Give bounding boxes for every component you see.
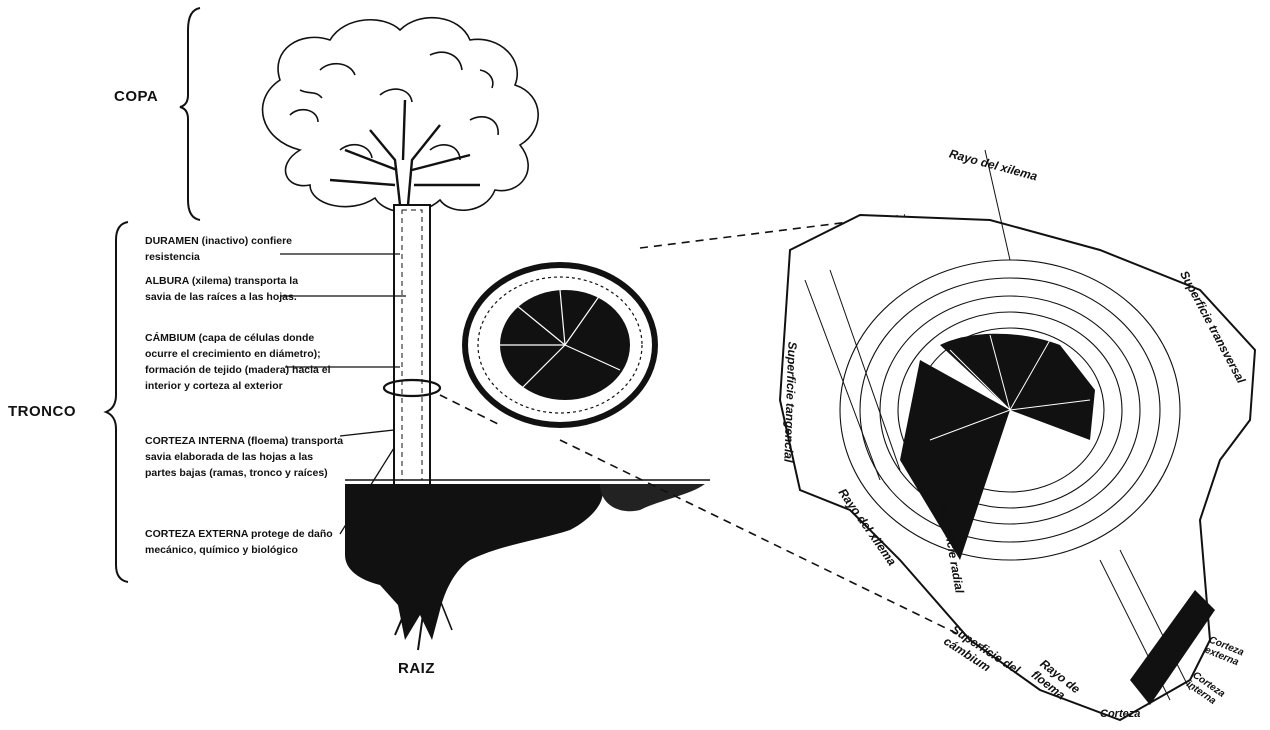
corteza-label: Corteza — [1100, 708, 1140, 720]
tree-trunk — [384, 205, 440, 485]
cambium-note: CÁMBIUM (capa de células donde ocurre el… — [145, 330, 345, 394]
tronco-label: TRONCO — [8, 403, 76, 420]
tree-canopy — [263, 18, 539, 213]
raiz-label: RAIZ — [398, 660, 435, 677]
albura-note: ALBURA (xilema) transporta la savia de l… — [145, 273, 325, 305]
tronco-brace — [106, 222, 128, 582]
wood-block — [780, 150, 1255, 720]
duramen-note: DURAMEN (inactivo) confiere resistencia — [145, 233, 305, 265]
copa-brace — [180, 8, 200, 220]
copa-label: COPA — [114, 88, 158, 105]
cross-section-disc — [465, 265, 655, 425]
ground-and-roots — [345, 480, 710, 650]
corteza-interna-note: CORTEZA INTERNA (floema) transporta savi… — [145, 433, 345, 481]
corteza-externa-note: CORTEZA EXTERNA protege de daño mecánico… — [145, 526, 345, 558]
